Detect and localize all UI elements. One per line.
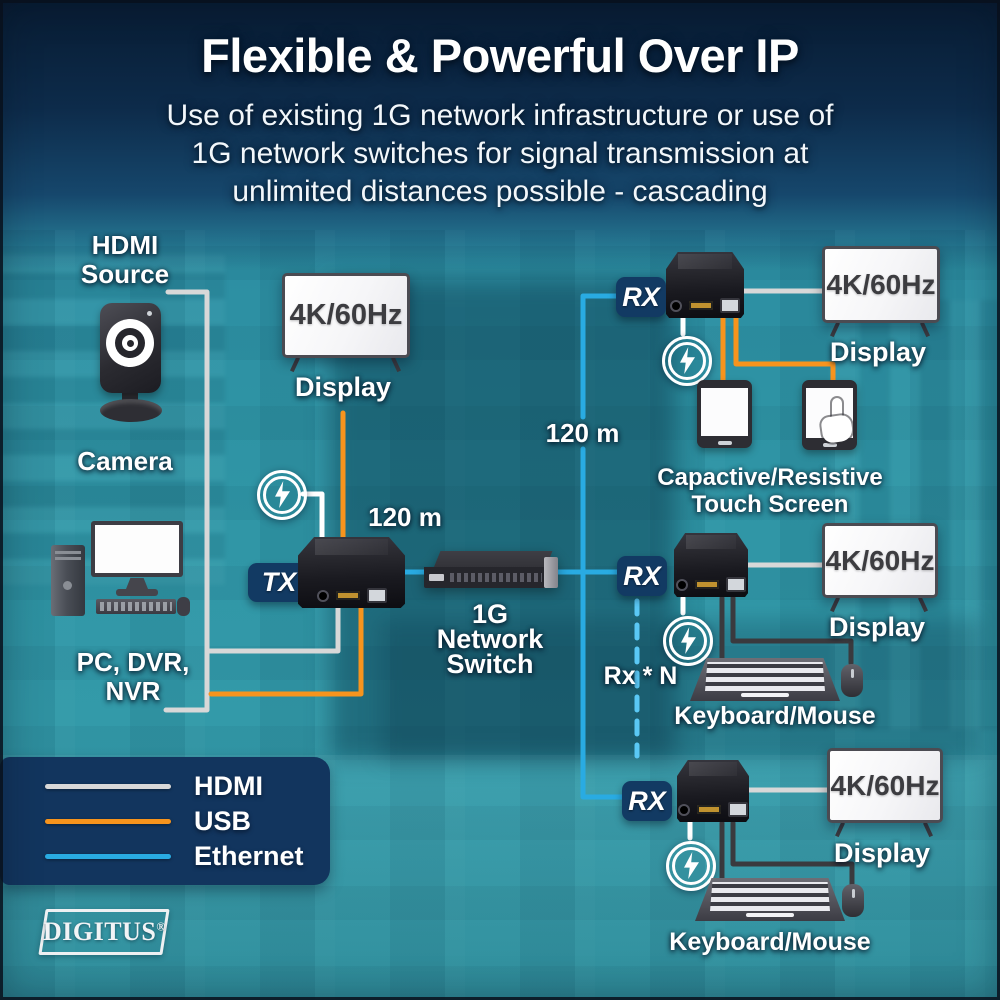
switch-label-line2: Switch	[446, 649, 534, 679]
digitus-logo-text: DIGITUS®	[43, 917, 166, 947]
power-adapter-icon-rx3	[666, 841, 716, 891]
power-port-icon	[670, 299, 682, 312]
tx-display-label: Display	[294, 372, 392, 402]
legend-row-usb: USB	[45, 805, 330, 836]
rx2-display-resolution: 4K/60Hz	[825, 544, 935, 576]
hdmi-port-icon	[335, 591, 360, 600]
hdmi-port-icon	[695, 580, 719, 589]
legend-panel: HDMI USB Ethernet	[0, 757, 330, 885]
camera-led	[147, 311, 152, 316]
touch-tablet-1-icon	[697, 380, 752, 448]
rx1-display-label: Display	[829, 337, 927, 367]
pc-monitor-icon	[91, 521, 183, 577]
rx1-badge: RX	[616, 277, 666, 317]
mouse-icon-rx2	[841, 664, 863, 697]
network-switch-icon	[424, 551, 558, 589]
camera-lens	[106, 319, 154, 367]
rx3-display: 4K/60Hz	[827, 748, 943, 823]
camera-label: Camera	[77, 446, 173, 476]
rx-multiplier-label: Rx * N	[603, 662, 678, 690]
legend-row-hdmi: HDMI	[45, 770, 330, 801]
legend-row-ethernet: Ethernet	[45, 840, 330, 871]
mouse-icon-rx3	[842, 884, 864, 917]
registered-mark: ®	[155, 919, 166, 934]
usb-port-icon	[720, 298, 740, 313]
subtitle-line-3: unlimited distances possible - cascading	[232, 175, 768, 208]
hand-pointer-icon	[820, 398, 856, 450]
pc-label-line2: NVR	[105, 676, 161, 707]
tx-display: 4K/60Hz	[282, 273, 410, 358]
usb-port-icon	[366, 588, 387, 603]
rx1-display: 4K/60Hz	[822, 246, 940, 323]
pc-keyboard-icon	[96, 599, 176, 614]
subtitle-line-2: 1G network switches for signal transmiss…	[191, 137, 809, 170]
keyboard-mouse-label-rx3: Keyboard/Mouse	[669, 928, 871, 956]
tx-extender-device	[298, 537, 405, 608]
switch-front-face	[424, 567, 546, 588]
background-top-gradient	[0, 0, 1000, 270]
brand-name: DIGITUS	[42, 917, 156, 946]
camera-icon-base	[100, 399, 162, 422]
hdmi-source-line2: Source	[80, 259, 170, 290]
pc-label-line1: PC, DVR,	[76, 647, 190, 677]
hdmi-source-label: HDMI Source	[55, 230, 195, 290]
rx3-display-label: Display	[833, 838, 931, 868]
keyboard-mouse-label-rx2: Keyboard/Mouse	[674, 702, 876, 730]
power-port-icon	[676, 578, 688, 591]
keyboard-icon-rx3	[695, 878, 845, 921]
touch-screen-label-line1: Capactive/Resistive	[657, 464, 883, 491]
distance-tx-switch-label: 120 m	[368, 502, 442, 532]
hdmi-port-icon	[697, 805, 721, 814]
touch-screen-label-line2: Touch Screen	[691, 490, 849, 518]
rx2-badge: RX	[617, 556, 667, 596]
rx3-display-resolution: 4K/60Hz	[830, 769, 940, 801]
rx2-display-label: Display	[828, 612, 926, 642]
legend-label-ethernet: Ethernet	[194, 840, 304, 871]
page-subtitle: Use of existing 1G network infrastructur…	[0, 97, 1000, 211]
rx2-display: 4K/60Hz	[822, 523, 938, 598]
rx3-badge: RX	[622, 781, 672, 821]
ethernet-line-swatch	[45, 853, 171, 859]
rx3-extender-device	[677, 760, 749, 822]
power-adapter-icon-rx2	[663, 616, 713, 666]
switch-ports	[450, 573, 542, 582]
pc-mouse-icon	[177, 597, 190, 616]
power-port-icon	[316, 589, 329, 602]
hdmi-port-icon	[689, 301, 713, 310]
hdmi-line-swatch	[45, 783, 171, 789]
tx-display-resolution: 4K/60Hz	[289, 299, 403, 331]
hdmi-source-line1: HDMI	[91, 230, 159, 260]
camera-icon	[100, 303, 161, 393]
pc-label: PC, DVR, NVR	[58, 647, 208, 707]
pc-monitor-stand-base	[116, 589, 158, 596]
power-port-icon	[678, 803, 690, 816]
usb-port-icon	[726, 577, 746, 592]
switch-label: 1G Network Switch	[415, 599, 565, 679]
digitus-logo: DIGITUS®	[38, 909, 170, 955]
switch-label-line1: 1G Network	[436, 599, 544, 654]
switch-end-cap	[544, 557, 558, 588]
subtitle-line-1: Use of existing 1G network infrastructur…	[166, 99, 834, 132]
usb-line-swatch	[45, 818, 171, 824]
page-title: Flexible & Powerful Over IP	[201, 29, 799, 82]
power-adapter-icon-tx	[257, 470, 307, 520]
legend-label-usb: USB	[194, 805, 252, 836]
switch-top-face	[434, 551, 553, 567]
power-adapter-icon-rx1	[662, 336, 712, 386]
keyboard-icon-rx2	[690, 658, 840, 701]
switch-label-chip	[429, 574, 444, 581]
tx-extender-ports	[298, 588, 405, 603]
rx1-extender-device	[666, 252, 744, 318]
pc-monitor-stand	[126, 578, 148, 589]
legend-label-hdmi: HDMI	[194, 770, 263, 801]
rx1-display-resolution: 4K/60Hz	[826, 268, 936, 300]
pc-tower-icon	[51, 545, 85, 616]
rx2-extender-device	[674, 533, 748, 597]
usb-port-icon	[728, 802, 748, 817]
distance-trunk-label: 120 m	[545, 418, 620, 448]
touch-screen-label: Capactive/Resistive Touch Screen	[645, 464, 895, 519]
